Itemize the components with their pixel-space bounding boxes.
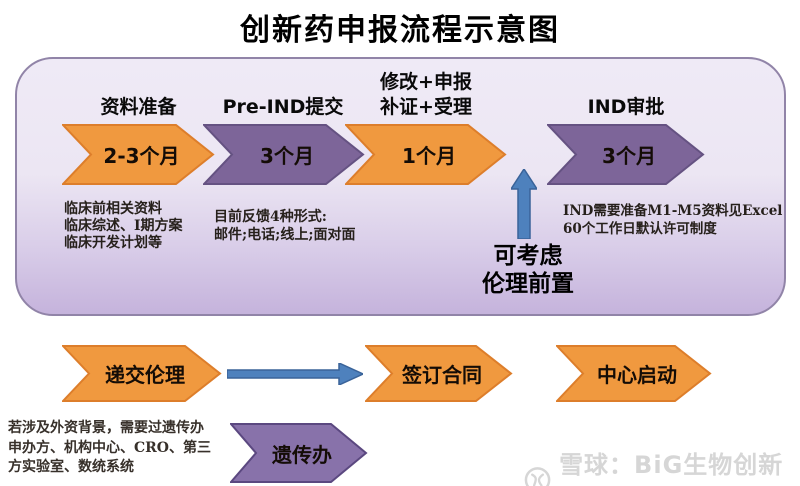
note-pre-ind-feedback: 目前反馈4种形式: 邮件;电话;线上;面对面	[214, 209, 356, 243]
xueqiu-logo-icon	[524, 467, 551, 486]
stage-duration-pre-ind: 3个月	[260, 144, 314, 168]
chevron-arrow-icon	[547, 124, 705, 185]
chevron-arrow-icon	[230, 423, 368, 483]
flow-arrow-submit-ethics: 递交伦理	[62, 345, 222, 402]
flow-step-label: 递交伦理	[105, 363, 185, 387]
flow-step-label: 中心启动	[597, 363, 677, 387]
stage-duration-revision: 1个月	[402, 144, 456, 168]
stage-arrow-pre-ind: 3个月	[203, 124, 365, 185]
stage-label-pre-ind: Pre-IND提交	[222, 96, 344, 118]
stage-duration-ind-review: 3个月	[602, 144, 656, 168]
right-arrow-icon	[227, 363, 363, 385]
flow-arrow-site-initiation: 中心启动	[556, 345, 712, 402]
stage-arrow-revision: 1个月	[345, 124, 507, 185]
process-panel	[15, 57, 786, 316]
chevron-arrow-icon	[556, 345, 712, 402]
chevron-arrow-icon	[365, 345, 513, 402]
chevron-arrow-icon	[62, 345, 222, 402]
chevron-arrow-icon	[203, 124, 365, 185]
stage-arrow-ind-review: 3个月	[547, 124, 705, 185]
flow-arrow-genetic-office: 遗传办	[230, 423, 368, 483]
genetic-arrow-label: 遗传办	[272, 442, 332, 467]
note-preparation: 临床前相关资料 临床综述、I期方案 临床开发计划等	[64, 201, 183, 251]
stage-label-preparation: 资料准备	[100, 96, 177, 118]
stage-arrow-preparation: 2-3个月	[62, 124, 215, 185]
flow-arrow-sign-contract: 签订合同	[365, 345, 513, 402]
watermark: 雪球：BiG生物创新社	[524, 445, 800, 486]
stage-label-revision: 修改+申报 补证+受理	[380, 71, 472, 118]
chevron-arrow-icon	[345, 124, 507, 185]
stage-label-ind-review: IND审批	[587, 96, 665, 118]
note-ind-review: IND需要准备M1-M5资料见Excel 60个工作日默认许可制度	[563, 203, 783, 237]
stage-duration-preparation: 2-3个月	[103, 144, 180, 168]
chevron-arrow-icon	[62, 124, 215, 185]
note-ethics-advance: 可考虑 伦理前置	[482, 242, 574, 297]
up-arrow-icon	[511, 169, 537, 239]
watermark-text: 雪球：BiG生物创新社	[559, 451, 784, 479]
flow-step-label: 签订合同	[402, 363, 482, 387]
diagram-title: 创新药申报流程示意图	[240, 13, 560, 48]
note-genetic-office: 若涉及外资背景，需要过遗传办 申办方、机构中心、CRO、第三 方实验室、数统系统	[8, 420, 211, 475]
